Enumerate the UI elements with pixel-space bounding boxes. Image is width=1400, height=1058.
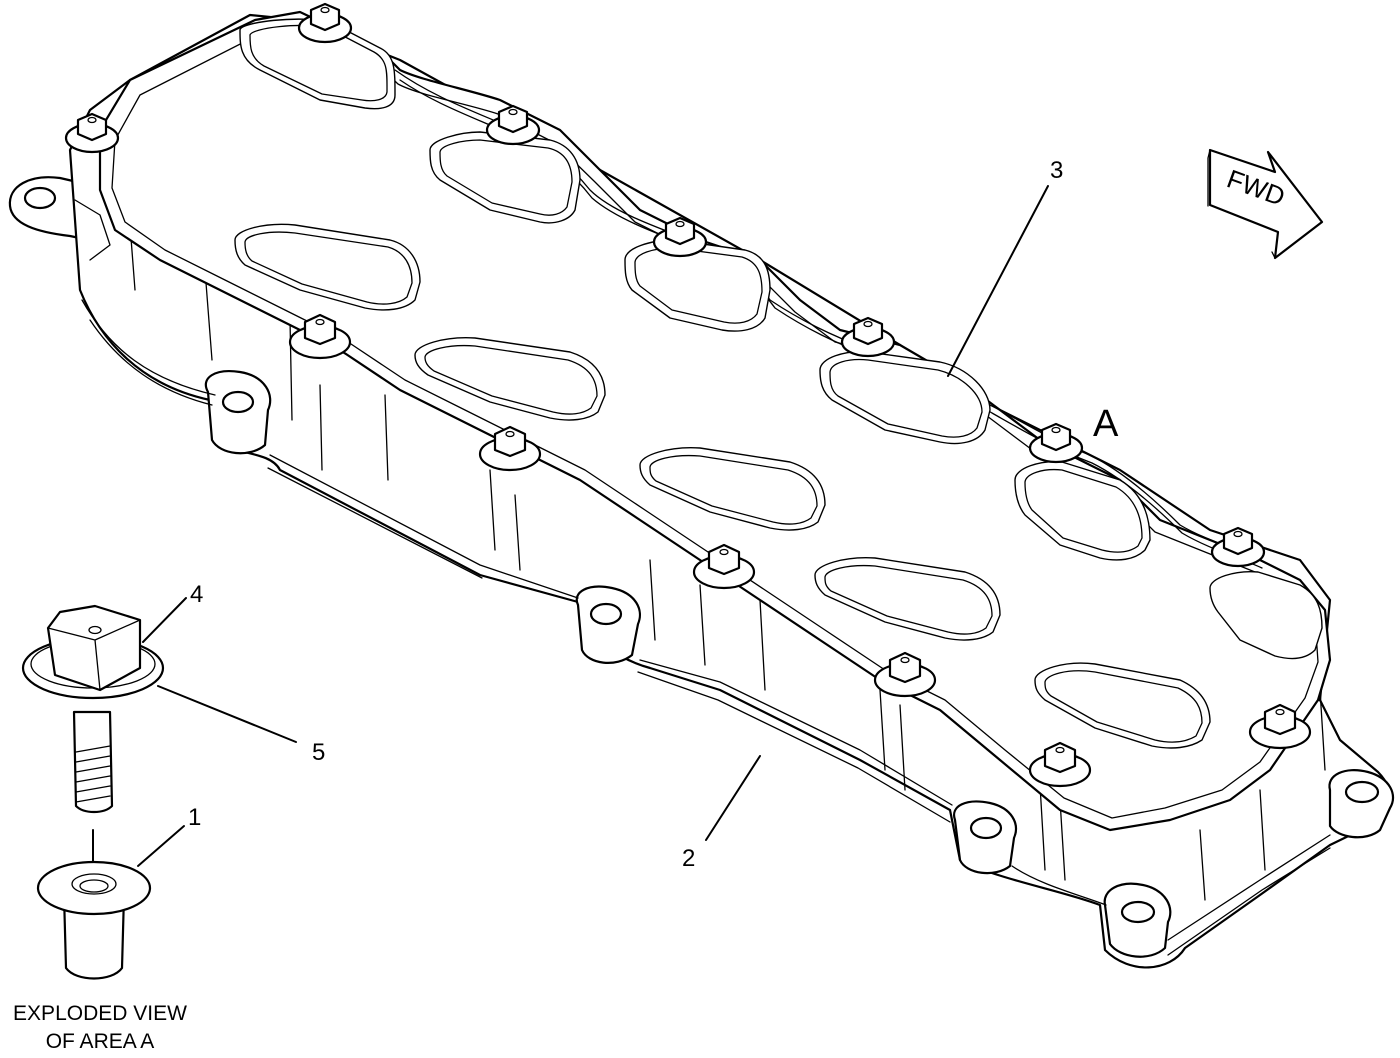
raised-pads (234, 18, 1323, 749)
leader-1 (137, 825, 185, 867)
callout-1: 1 (188, 804, 201, 831)
exploded-bolt-4 (21, 604, 165, 814)
leader-3 (947, 185, 1049, 377)
cover-bolts (64, 2, 1312, 788)
leader-2 (705, 755, 761, 841)
mount-boss-4 (1103, 882, 1172, 958)
callout-5: 5 (312, 739, 325, 766)
mount-boss-1 (204, 370, 272, 455)
callout-3: 3 (1050, 157, 1063, 184)
mount-boss-3 (953, 800, 1017, 875)
mount-boss-5 (1328, 769, 1395, 839)
leader-4 (142, 597, 187, 643)
mount-boss-2 (575, 585, 641, 664)
caption-line-1: EXPLODED VIEW (13, 1002, 187, 1025)
leader-5 (157, 685, 297, 743)
forward-direction-arrow: FWD (1207, 148, 1324, 260)
caption-line-2: OF AREA A (46, 1030, 155, 1053)
rear-mount-hole (23, 186, 57, 210)
front-ribs (129, 224, 1326, 901)
skirt-contour-1 (81, 299, 1331, 941)
callout-area-a: A (1093, 403, 1119, 445)
valve-cover-part-2 (8, 2, 1395, 969)
cover-top-deck (98, 10, 1332, 832)
callout-2: 2 (682, 845, 695, 872)
exploded-sleeve-1 (36, 829, 152, 980)
skirt-contour-2 (89, 319, 1331, 956)
callout-4: 4 (190, 581, 203, 608)
